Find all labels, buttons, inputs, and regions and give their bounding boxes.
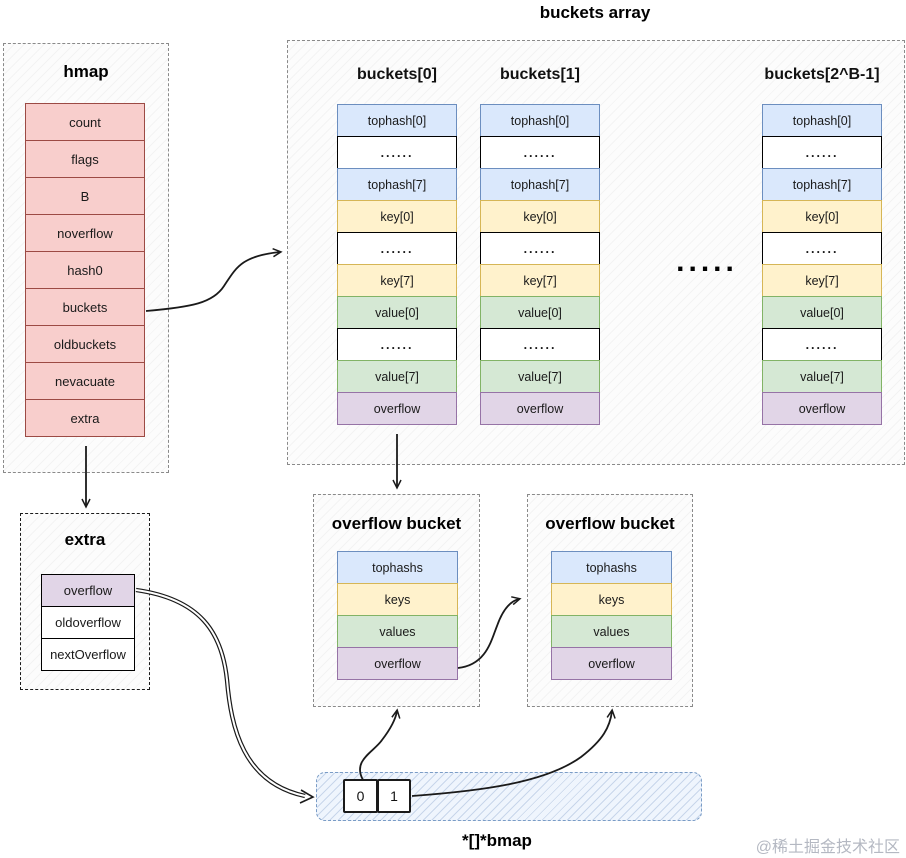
bucket0-key7: key[7] [337, 264, 457, 297]
watermark: @稀土掘金技术社区 [755, 839, 900, 856]
bucket0-overflow: overflow [337, 392, 457, 425]
overflow-bucket-1-table: tophashs keys values overflow [337, 551, 458, 680]
bucket0-value7: value[7] [337, 360, 457, 393]
bucket0-tophash0: tophash[0] [337, 104, 457, 137]
bucket0-dots-1: ...... [337, 136, 457, 169]
bucket1-column: tophash[0] ...... tophash[7] key[0] ....… [480, 104, 600, 425]
hmap-field-hash0: hash0 [25, 251, 145, 289]
bmap-label: *[]*bmap [462, 831, 532, 850]
bucket1-dots-2: ...... [480, 232, 600, 265]
bucket1-tophash0: tophash[0] [480, 104, 600, 137]
ob1-tophashs: tophashs [337, 551, 458, 584]
bmap-cell-1: 1 [377, 779, 411, 813]
extra-table: overflow oldoverflow nextOverflow [41, 574, 135, 671]
bucketN-tophash7: tophash[7] [762, 168, 882, 201]
overflow-bucket-2-table: tophashs keys values overflow [551, 551, 672, 680]
hmap-field-flags: flags [25, 140, 145, 178]
hmap-field-oldbuckets: oldbuckets [25, 325, 145, 363]
bucket0-key0: key[0] [337, 200, 457, 233]
bucketN-dots-1: ...... [762, 136, 882, 169]
diagram-title: buckets array [539, 3, 651, 22]
arrow-extra-overflow-to-bmap [135, 587, 315, 804]
ob1-keys: keys [337, 583, 458, 616]
bucketN-value7: value[7] [762, 360, 882, 393]
extra-title: extra [64, 530, 106, 549]
hmap-field-count: count [25, 103, 145, 141]
bucket1-dots-1: ...... [480, 136, 600, 169]
bucket0-header: buckets[0] [356, 66, 438, 83]
overflow-bucket-2-title: overflow bucket [545, 514, 675, 533]
bucket0-dots-2: ...... [337, 232, 457, 265]
ob1-overflow: overflow [337, 647, 458, 680]
bucket1-header: buckets[1] [499, 66, 581, 83]
hmap-field-buckets: buckets [25, 288, 145, 326]
extra-oldoverflow: oldoverflow [41, 606, 135, 639]
bucket1-overflow: overflow [480, 392, 600, 425]
bucket0-dots-3: ...... [337, 328, 457, 361]
bucket0-tophash7: tophash[7] [337, 168, 457, 201]
bucket1-key0: key[0] [480, 200, 600, 233]
ob1-values: values [337, 615, 458, 648]
bucketN-key0: key[0] [762, 200, 882, 233]
extra-nextoverflow: nextOverflow [41, 638, 135, 671]
hmap-field-nevacuate: nevacuate [25, 362, 145, 400]
bucket1-value0: value[0] [480, 296, 600, 329]
bucket1-value7: value[7] [480, 360, 600, 393]
bucketN-tophash0: tophash[0] [762, 104, 882, 137]
ob2-values: values [551, 615, 672, 648]
ob2-overflow: overflow [551, 647, 672, 680]
bucketN-overflow: overflow [762, 392, 882, 425]
bucket-last-header: buckets[2^B-1] [764, 66, 880, 83]
bucket1-tophash7: tophash[7] [480, 168, 600, 201]
arrow-bmap0-to-ob1 [359, 708, 401, 781]
bucketN-dots-3: ...... [762, 328, 882, 361]
bucketN-dots-2: ...... [762, 232, 882, 265]
hmap-field-noverflow: noverflow [25, 214, 145, 252]
bucketN-key7: key[7] [762, 264, 882, 297]
hmap-field-extra: extra [25, 399, 145, 437]
hmap-field-b: B [25, 177, 145, 215]
bmap-cell-0: 0 [343, 779, 378, 813]
bucket1-key7: key[7] [480, 264, 600, 297]
overflow-bucket-1-title: overflow bucket [331, 514, 462, 533]
extra-overflow: overflow [41, 574, 135, 607]
bucketN-value0: value[0] [762, 296, 882, 329]
ob2-tophashs: tophashs [551, 551, 672, 584]
hmap-title: hmap [63, 62, 109, 81]
buckets-ellipsis: ..... [676, 245, 738, 278]
bucket-last-column: tophash[0] ...... tophash[7] key[0] ....… [762, 104, 882, 425]
ob2-keys: keys [551, 583, 672, 616]
hmap-field-table: count flags B noverflow hash0 buckets ol… [25, 103, 145, 437]
bucket0-column: tophash[0] ...... tophash[7] key[0] ....… [337, 104, 457, 425]
bucket0-value0: value[0] [337, 296, 457, 329]
bucket1-dots-3: ...... [480, 328, 600, 361]
